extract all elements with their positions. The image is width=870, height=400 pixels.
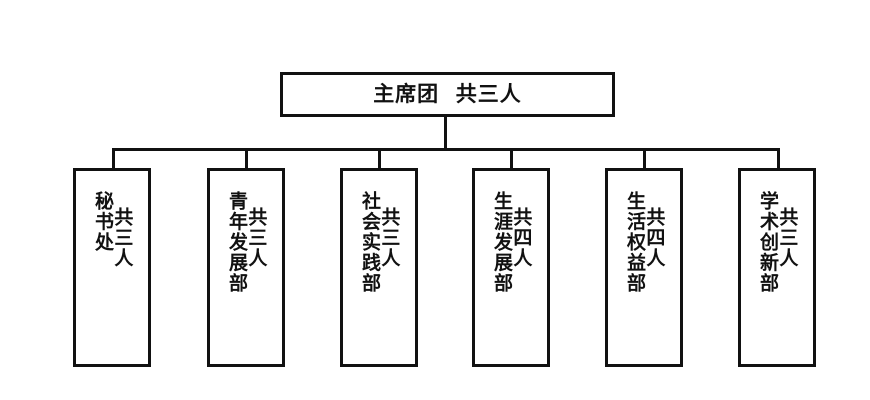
connector-root-stub [444, 117, 447, 151]
org-node-academic-innovation-text: 学术创新部 共三人 [741, 191, 813, 294]
connector-drop-4 [510, 148, 513, 170]
org-node-social-practice-text: 社会实践部 共三人 [343, 191, 415, 294]
org-node-life-rights-name: 生活权益部 [624, 191, 646, 294]
connector-drop-1 [112, 148, 115, 170]
org-node-secretariat-name: 秘书处 [92, 191, 114, 253]
org-node-youth-development-name: 青年发展部 [226, 191, 248, 294]
org-node-root-label: 主席团 共三人 [373, 82, 522, 106]
org-node-life-rights-text: 生活权益部 共四人 [608, 191, 680, 294]
org-node-career-development-count: 共四人 [510, 207, 533, 269]
org-node-career-development-name: 生涯发展部 [491, 191, 513, 294]
connector-drop-3 [378, 148, 381, 170]
org-node-life-rights-count: 共四人 [643, 207, 666, 269]
org-node-youth-development[interactable]: 青年发展部 共三人 [207, 168, 285, 367]
org-node-career-development-text: 生涯发展部 共四人 [475, 191, 547, 294]
org-node-academic-innovation-count: 共三人 [776, 207, 799, 269]
org-node-academic-innovation-name: 学术创新部 [757, 191, 779, 294]
org-node-root[interactable]: 主席团 共三人 [280, 72, 615, 117]
org-node-academic-innovation[interactable]: 学术创新部 共三人 [738, 168, 816, 367]
org-node-secretariat[interactable]: 秘书处 共三人 [73, 168, 151, 367]
org-node-youth-development-count: 共三人 [245, 207, 268, 269]
org-node-social-practice-name: 社会实践部 [359, 191, 381, 294]
connector-drop-5 [643, 148, 646, 170]
org-node-youth-development-text: 青年发展部 共三人 [210, 191, 282, 294]
org-node-life-rights[interactable]: 生活权益部 共四人 [605, 168, 683, 367]
org-node-secretariat-count: 共三人 [111, 207, 134, 269]
connector-drop-2 [245, 148, 248, 170]
connector-drop-6 [777, 148, 780, 170]
connector-horizontal-bus [112, 148, 780, 151]
org-node-social-practice[interactable]: 社会实践部 共三人 [340, 168, 418, 367]
org-node-secretariat-text: 秘书处 共三人 [76, 191, 148, 269]
org-node-social-practice-count: 共三人 [378, 207, 401, 269]
org-node-career-development[interactable]: 生涯发展部 共四人 [472, 168, 550, 367]
